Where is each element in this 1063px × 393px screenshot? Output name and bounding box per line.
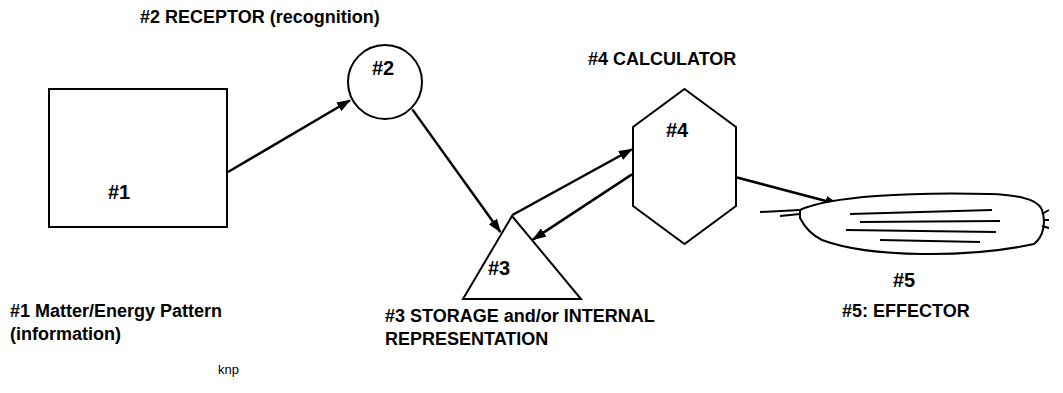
node-heading: #5: EFFECTOR <box>842 300 970 323</box>
rect-node: #1#1 Matter/Energy Pattern (information) <box>48 88 228 228</box>
triangle-node: #3#3 STORAGE and/or INTERNAL REPRESENTAT… <box>462 215 582 300</box>
callout-number: #3 <box>488 256 510 281</box>
circle-outline <box>347 44 423 120</box>
arrow-connector <box>512 149 632 215</box>
arrow-connector <box>533 174 632 239</box>
rect-outline <box>48 88 228 228</box>
callout-number: #2 <box>372 56 394 81</box>
node-heading: #2 RECEPTOR (recognition) <box>140 6 380 29</box>
callout-number: #4 <box>666 118 688 143</box>
hexagon-outline <box>632 88 737 245</box>
effector-outline <box>760 188 1050 262</box>
triangle-outline <box>462 215 582 300</box>
node-heading: #4 CALCULATOR <box>588 48 736 71</box>
arrow-connector <box>737 177 838 204</box>
arrow-connector <box>412 109 500 232</box>
circle-node: #2#2 RECEPTOR (recognition) <box>347 44 423 120</box>
author-initials: knp <box>218 362 239 377</box>
callout-number: #1 <box>108 180 130 205</box>
node-heading: #1 Matter/Energy Pattern (information) <box>10 300 230 345</box>
callout-number: #5 <box>893 268 915 293</box>
node-heading: #3 STORAGE and/or INTERNAL REPRESENTATIO… <box>385 305 675 350</box>
effector-node: #5#5: EFFECTOR <box>760 188 1050 262</box>
hexagon-node: #4#4 CALCULATOR <box>632 88 737 245</box>
arrow-connector <box>228 100 350 172</box>
